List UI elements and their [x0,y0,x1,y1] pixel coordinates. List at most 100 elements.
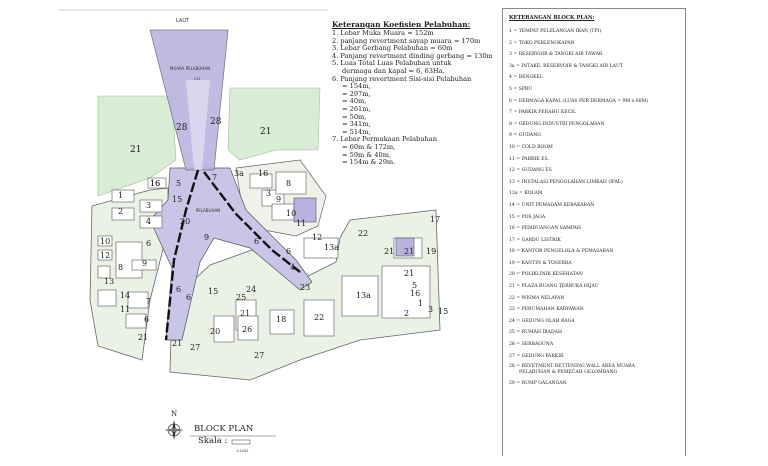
block-label: 15 [438,307,448,316]
legend-item: 2 = TOKO PERLENGKAPAN [509,40,575,46]
block-label: 9 [276,195,281,204]
legend-item: 18 = KANTOR PENGELOLA & PEMASARAN [509,249,614,255]
block-label: 17 [430,215,440,224]
block-label: 16 [150,179,160,188]
block-label: 21 [384,247,394,256]
block-label: 21 [172,339,182,348]
coefficient-line: 6. Panjang revertment Sisi-sisi Pelabuha… [332,74,472,83]
block-label: 2 [404,309,409,318]
legend-item: 25 = RUMAH IBADAH [509,330,562,336]
legend-item: 29 = RUMP GALANGAN [509,381,567,387]
legend-item: 8 = GEDUNG INDUSTRI PENGOLAHAN [509,121,605,127]
green-zone-left [97,95,177,197]
channel-label: MUARA PELABUHAN [170,66,210,71]
coefficient-line: 2. panjang revertment sayap muara = 170m [332,36,481,45]
coefficient-line: = 50m, [342,112,367,121]
harbor-label: PELABUHAN [196,208,220,213]
south-buildings [213,237,431,343]
legend-item: 27 = GEDUNG PARKIR [509,353,564,359]
block-label: 8 [286,179,291,188]
block-label: 4 [290,263,295,272]
block-label: 6 [176,285,181,294]
block-label: 18 [276,315,286,324]
zone-label-green-right: 21 [260,127,271,137]
legend-item: 12 = GUDANG ES [509,168,552,174]
block-label: 1 [118,191,123,200]
coefficient-line: = 154m, [342,82,371,91]
compass-icon [164,420,184,440]
scale-bar [231,439,251,445]
legend-item: 26 = SERBAGUNA [509,342,554,348]
compass-north-letter: N [171,410,178,418]
legend-item: 15 = POS JAGA [509,214,546,220]
block-label: 14 [120,291,130,300]
block-label: 6 [286,247,291,256]
legend-item: 19 = KANTIN & TOSERBA [509,260,572,266]
block-label: 3a [234,169,244,178]
block-label: 5 [412,281,417,290]
block-label: 5 [176,179,181,188]
legend-item: 6 = DERMAGA KAPAL (LUAS PER DERMAGA = 9M… [509,98,649,104]
coefficient-line: 4. Panjang revertment dinding gerbang = … [332,51,493,60]
coefficient-line: = 261m, [342,104,371,113]
legend-item: 13a = KOLAM [509,191,543,197]
block-label: 21 [404,269,414,278]
block-label: 15 [208,287,218,296]
coefficient-line: 1. Lebar Muka Muara = 152m [332,29,434,37]
block-label: 12 [312,233,322,242]
pond-13a [293,197,317,223]
coefficient-line: 7. Lebar Permukaan Pelabuhan [332,135,437,144]
block-label: 27 [190,343,200,352]
legend-item: 3 = RESERVOIR & TANGKI AIR TAWAR [509,52,603,58]
legend-item: 28 = REVETMENT RETTENING WALL AREA MUARA… [509,364,635,376]
block-label: 2 [118,207,123,216]
legend-item: 20 = POLIKLINIK KESEHATAN [509,272,583,278]
block-label: 20 [210,327,220,336]
block-label: 15 [172,195,182,204]
legend-item: 23 = PERUMAHAN KARYAWAN [509,307,584,313]
legend-item: 16 = PEMBUANGAN SAMPAH [509,226,581,232]
legend-item: 14 = UNIT PEMADAM KEBAKARAN [509,202,595,208]
block-label: 8 [118,263,123,272]
block-label: 12 [100,251,110,260]
legend-item: 17 = GARDU LISTRIK [509,237,561,243]
block-label: 23 [300,283,310,292]
block-label: 7 [212,173,217,182]
block-label: 6 [254,237,259,246]
block-label: 6 [186,293,191,302]
coefficient-line: 5. Luas Total Luas Pelabuhan untuk [332,59,452,68]
block-label: 25 [236,293,246,302]
zone-label-revetment-right: 28 [210,117,222,127]
legend-item: 5 = SPBU [509,86,533,92]
coefficient-title: Keterangan Koefisien Pelabuhan: [332,20,471,29]
block-label: 7 [146,297,151,306]
block-label: 21 [138,333,148,342]
block-label: 3 [428,305,433,314]
coefficient-line: dermaga dan kapal = 6, 63Ha. [342,66,445,75]
block-label: 27 [254,351,264,360]
legend-item: 7 = PARKIR PERAHU KECIL [509,110,577,116]
block-label: 3 [146,201,151,210]
block-label: 13 [104,277,114,286]
block-label: 22 [358,229,368,238]
coefficient-panel: Keterangan Koefisien Pelabuhan: 1. Lebar… [332,20,497,167]
block-label: 6 [144,315,149,324]
block-label: 9 [204,233,209,242]
zone-label-revetment-left: 28 [176,123,188,133]
legend-title: KETERANGAN BLOCK PLAN: [509,15,595,21]
channel-center [186,80,210,170]
pond-13a-east [395,237,415,257]
block-label: 16 [258,169,268,178]
block-label: 16 [150,179,160,188]
scale-label: Skala : [198,436,228,446]
block-label: 9 [142,259,147,268]
block-label: 26 [242,325,252,334]
legend-item: 3a = INTAKE, RESERVOIR & TANGKI AIR LAUT [509,63,623,69]
block-label: 11 [120,305,130,314]
block-label: 19 [426,247,436,256]
legend-item: 10 = COLD ROOM [509,144,553,150]
coefficient-line: = 154m & 29m. [342,158,396,167]
legend-item: 9 = GUDANG [509,133,541,139]
